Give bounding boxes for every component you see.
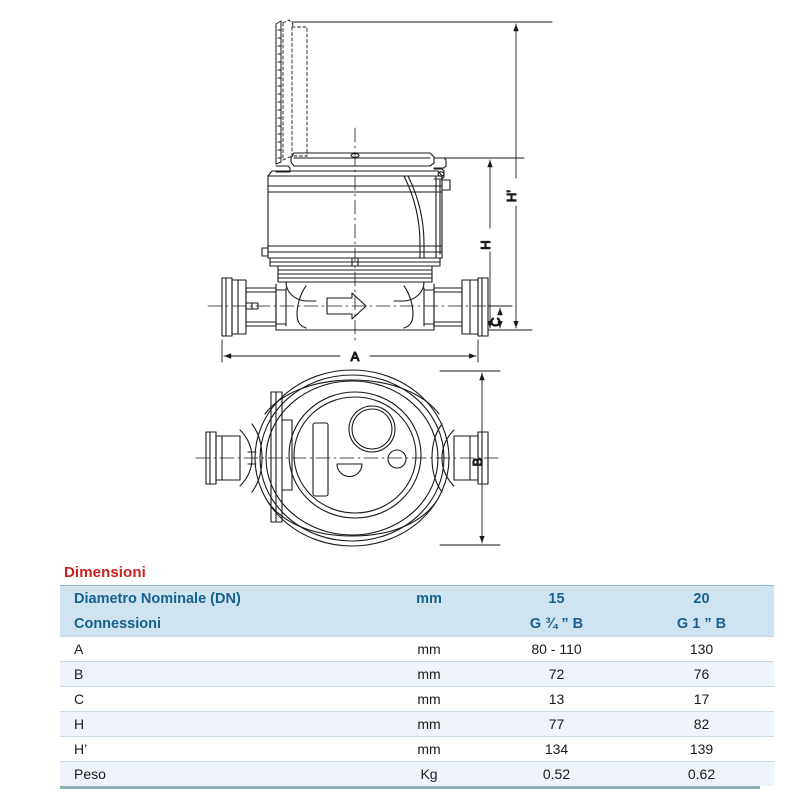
dimension-h-prime <box>291 21 553 331</box>
row-unit: mm <box>374 736 484 762</box>
table-header-row-connections: Connessioni G ¾ ” B G 1 ” B <box>60 611 774 637</box>
row-unit: Kg <box>374 761 484 786</box>
small-dial <box>387 449 407 469</box>
header-cell-connections-unit <box>374 611 484 637</box>
row-value-dn20: 76 <box>629 661 774 687</box>
register-lid-open <box>282 19 308 161</box>
row-value-dn15: 80 - 110 <box>484 636 629 662</box>
outlet-connection-right <box>433 277 489 337</box>
table-row: Peso Kg 0.52 0.62 <box>60 761 774 786</box>
register-top-cover <box>290 152 447 169</box>
table-header-row-dn: Diametro Nominale (DN) mm 15 20 <box>60 585 774 611</box>
plan-seal-plate <box>270 391 293 523</box>
lid-hinge <box>275 20 282 165</box>
side-elevation-view: A C H H’ <box>207 19 553 365</box>
plan-dial-face <box>312 405 407 497</box>
row-value-dn20: 82 <box>629 711 774 737</box>
dimensions-section: Dimensioni Diametro Nominale (DN) mm 15 … <box>60 560 774 789</box>
dimension-label-h-prime: H’ <box>504 190 519 202</box>
dimensions-table: Diametro Nominale (DN) mm 15 20 Connessi… <box>60 585 774 786</box>
header-cell-connections-value2: G 1 ” B <box>629 611 774 637</box>
dial-index-bar <box>312 422 329 497</box>
row-value-dn15: 134 <box>484 736 629 762</box>
top-plan-view: B <box>195 369 501 547</box>
dimension-label-b: B <box>470 458 485 467</box>
row-value-dn20: 139 <box>629 736 774 762</box>
row-label: H’ <box>60 736 374 762</box>
plan-dial-bezel <box>288 391 422 519</box>
row-label: A <box>60 636 374 662</box>
row-value-dn15: 72 <box>484 661 629 687</box>
dimension-label-a: A <box>351 349 360 364</box>
dimension-b <box>439 370 501 546</box>
dimension-a <box>221 339 479 363</box>
table-row: A mm 80 - 110 130 <box>60 636 774 662</box>
header-cell-dn-unit: mm <box>374 585 484 611</box>
row-value-dn15: 77 <box>484 711 629 737</box>
header-cell-connections-value1: G ¾ ” B <box>484 611 629 637</box>
row-unit: mm <box>374 661 484 687</box>
table-row: B mm 72 76 <box>60 661 774 687</box>
row-label: Peso <box>60 761 374 786</box>
row-value-dn20: 17 <box>629 686 774 712</box>
row-label: H <box>60 711 374 737</box>
drawing-canvas: A C H H’ <box>195 19 553 547</box>
row-unit: mm <box>374 636 484 662</box>
row-label: B <box>60 661 374 687</box>
inlet-connection-left <box>221 277 277 337</box>
dimension-label-h: H <box>478 240 493 249</box>
row-label: C <box>60 686 374 712</box>
row-value-dn20: 130 <box>629 636 774 662</box>
dimension-label-c: C <box>488 317 503 326</box>
dimension-h <box>433 157 525 329</box>
technical-drawing: A C H H’ <box>195 19 553 547</box>
row-value-dn15: 13 <box>484 686 629 712</box>
header-cell-connections-label: Connessioni <box>60 611 374 637</box>
dial-window <box>336 463 363 478</box>
totalizer-dial <box>348 405 396 453</box>
register-housing <box>261 170 451 259</box>
header-cell-dn-value1: 15 <box>484 585 629 611</box>
table-row: H’ mm 134 139 <box>60 736 774 762</box>
header-cell-dn-label: Diametro Nominale (DN) <box>60 585 374 611</box>
row-value-dn15: 0.52 <box>484 761 629 786</box>
table-row: C mm 13 17 <box>60 686 774 712</box>
table-row: H mm 77 82 <box>60 711 774 737</box>
row-value-dn20: 0.62 <box>629 761 774 786</box>
flow-direction-arrow <box>326 292 367 320</box>
dimensions-title: Dimensioni <box>64 564 146 581</box>
row-unit: mm <box>374 711 484 737</box>
lid-latch <box>275 165 445 180</box>
row-unit: mm <box>374 686 484 712</box>
header-cell-dn-value2: 20 <box>629 585 774 611</box>
table-bottom-rule <box>60 786 760 789</box>
